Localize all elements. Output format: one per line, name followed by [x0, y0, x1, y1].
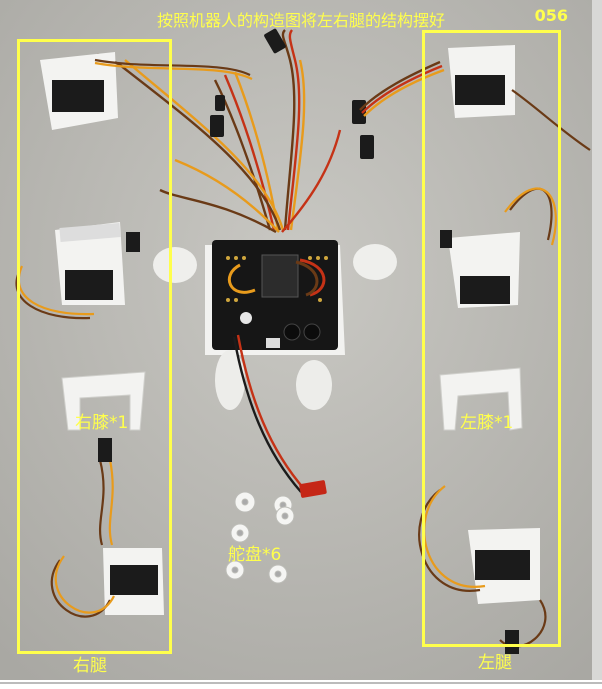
- page-number: 056: [534, 6, 568, 25]
- power-cable: [232, 334, 306, 493]
- bracket-right-knee: [61, 371, 146, 431]
- servo-left-leg-top: [448, 45, 591, 151]
- label-servo-horn: 舵盘*6: [228, 545, 282, 565]
- label-left-leg: 左腿: [478, 653, 512, 673]
- left-leg-frame: [422, 30, 561, 647]
- label-right-knee: 右膝*1: [75, 413, 129, 433]
- wire-right-top: [359, 60, 445, 117]
- photo-edge-strip: [592, 0, 602, 680]
- label-left-knee: 左膝*1: [460, 413, 514, 433]
- bracket-left-knee: [439, 367, 523, 431]
- servo-right-leg-bottom: [50, 438, 164, 618]
- power-connector: [299, 480, 327, 498]
- instruction-title: 按照机器人的构造图将左右腿的结构摆好: [156, 11, 445, 30]
- board-wire-harness: [227, 258, 326, 297]
- servo-left-leg-middle: [440, 187, 557, 308]
- servo-right-leg-top: [40, 52, 253, 130]
- wire-bundle-top: [96, 29, 342, 234]
- right-leg-frame: [17, 39, 172, 654]
- label-right-leg: 右腿: [73, 656, 107, 676]
- servo-horns: [225, 491, 295, 584]
- controller-board: [153, 240, 397, 410]
